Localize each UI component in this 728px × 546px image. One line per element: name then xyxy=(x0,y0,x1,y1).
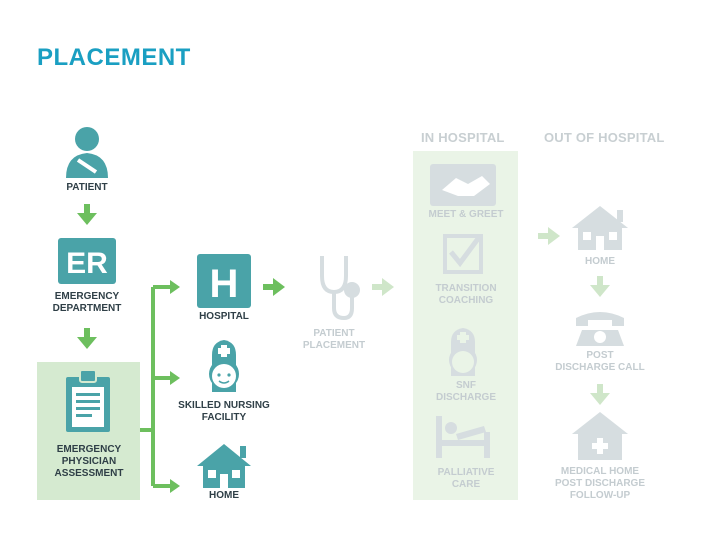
branch-arrowheads xyxy=(170,280,180,493)
house-icon xyxy=(197,444,251,488)
label-emergency-department: EMERGENCY DEPARTMENT xyxy=(52,291,122,314)
nurse-icon xyxy=(209,340,239,392)
label-snf-discharge: SNF DISCHARGE xyxy=(435,380,496,403)
label-palliative-care: PALLIATIVE CARE xyxy=(437,467,495,490)
label-medical-home: MEDICAL HOME POST DISCHARGE FOLLOW-UP xyxy=(554,466,645,501)
label-home: HOME xyxy=(209,490,239,501)
checkbox-icon xyxy=(443,234,483,274)
arrow-home-to-call xyxy=(590,276,610,297)
clipboard-icon xyxy=(66,369,110,432)
label-hospital: HOSPITAL xyxy=(199,311,249,322)
arrow-placement-to-in-hospital xyxy=(372,278,394,296)
er-icon-text: ER xyxy=(66,247,108,280)
label-out-home: HOME xyxy=(585,256,615,267)
column-header-in-hospital: IN HOSPITAL xyxy=(421,130,505,145)
label-patient-placement: PATIENT PLACEMENT xyxy=(302,328,366,351)
snf-nurse-icon xyxy=(449,328,477,376)
label-snf: SKILLED NURSING FACILITY xyxy=(178,400,270,423)
arrow-er-to-assessment xyxy=(77,328,97,349)
arrow-patient-to-er xyxy=(77,204,97,225)
arrow-call-to-medical-home xyxy=(590,384,610,405)
label-transition-coaching: TRANSITION COACHING xyxy=(435,283,497,306)
label-post-discharge-call: POST DISCHARGE CALL xyxy=(555,350,645,373)
out-house-icon xyxy=(572,206,628,250)
column-header-out-of-hospital: OUT OF HOSPITAL xyxy=(544,130,665,145)
label-meet-greet: MEET & GREET xyxy=(428,209,504,220)
page-title: PLACEMENT xyxy=(37,44,191,71)
hospital-bed-icon xyxy=(436,416,490,458)
medical-home-icon xyxy=(572,412,628,460)
arrow-into-out-of-hospital xyxy=(538,227,560,245)
label-patient: PATIENT xyxy=(66,182,108,193)
hospital-icon: H xyxy=(197,254,251,308)
branch-connector xyxy=(140,285,172,488)
arrow-hospital-to-placement xyxy=(263,278,285,296)
er-icon: ER xyxy=(58,238,116,284)
patient-icon xyxy=(66,127,108,178)
label-assessment: EMERGENCY PHYSICIAN ASSESSMENT xyxy=(54,444,124,479)
stethoscope-icon xyxy=(320,256,360,321)
handshake-icon xyxy=(430,164,496,206)
hospital-icon-text: H xyxy=(210,262,239,306)
telephone-icon xyxy=(576,312,624,346)
